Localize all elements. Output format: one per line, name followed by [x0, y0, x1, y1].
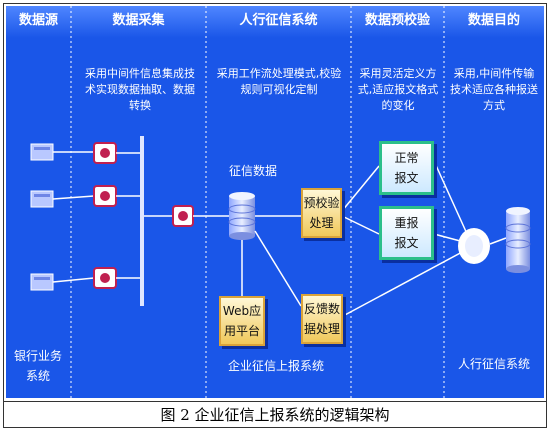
architecture-diagram: 数据源 数据采集 人行征信系统 数据预校验 数据目的 采用中间件信息集成技术实现…	[6, 6, 544, 398]
source-server-2	[30, 190, 54, 208]
collector-adapter-2	[93, 185, 117, 207]
bank-system-label: 银行业务系统	[13, 349, 62, 383]
diagram-graphics	[6, 6, 544, 398]
figure-caption: 图 2 企业征信上报系统的逻辑架构	[4, 401, 546, 428]
link-feedback-hub	[342, 250, 465, 317]
link-source-3	[52, 277, 95, 283]
source-server-3	[30, 273, 54, 291]
link-source-2	[52, 195, 95, 200]
collector-adapter-3	[93, 267, 117, 289]
column-desc-pbc: 采用工作流处理模式,校验规则可视化定制	[216, 67, 342, 96]
collection-bus	[140, 136, 144, 306]
transfer-node	[172, 205, 194, 227]
column-desc-target: 采用,中间件传输技术适应各种报送方式	[450, 67, 538, 112]
link-precheck-normal	[341, 165, 380, 212]
pbc-database-icon	[505, 207, 531, 273]
precheck-box: 预校验处理	[301, 188, 342, 238]
credit-database-icon	[228, 192, 256, 240]
transport-hub-icon	[458, 228, 490, 264]
link-db-feedback	[254, 230, 302, 307]
credit-data-label: 征信数据	[228, 164, 277, 178]
figure-frame: 数据源 数据采集 人行征信系统 数据预校验 数据目的 采用中间件信息集成技术实现…	[3, 3, 547, 428]
collector-adapter-1	[93, 142, 117, 164]
source-server-1	[30, 143, 54, 161]
normal-message-box: 正常报文	[379, 141, 434, 195]
reporting-system-label: 企业征信上报系统	[227, 359, 324, 373]
pbc-system-label: 人行征信系统	[457, 357, 530, 371]
column-header-target: 数据目的	[467, 13, 520, 28]
column-header-precheck: 数据预校验	[364, 13, 430, 28]
link-hub-target	[489, 237, 507, 245]
link-precheck-resubmit	[341, 215, 380, 235]
column-header-pbc: 人行征信系统	[239, 13, 318, 28]
web-platform-box: Web应用平台	[219, 296, 265, 346]
column-desc-precheck: 采用灵活定义方式,适应报文格式的变化	[357, 67, 439, 112]
header-band	[6, 6, 544, 38]
column-header-collection: 数据采集	[112, 13, 165, 28]
column-header-source: 数据源	[18, 13, 58, 28]
column-desc-collection: 采用中间件信息集成技术实现数据抽取、数据转换	[85, 67, 195, 112]
feedback-box: 反馈数据处理	[301, 294, 343, 344]
link-normal-hub	[433, 160, 469, 237]
resubmit-message-box: 重报报文	[379, 206, 434, 260]
